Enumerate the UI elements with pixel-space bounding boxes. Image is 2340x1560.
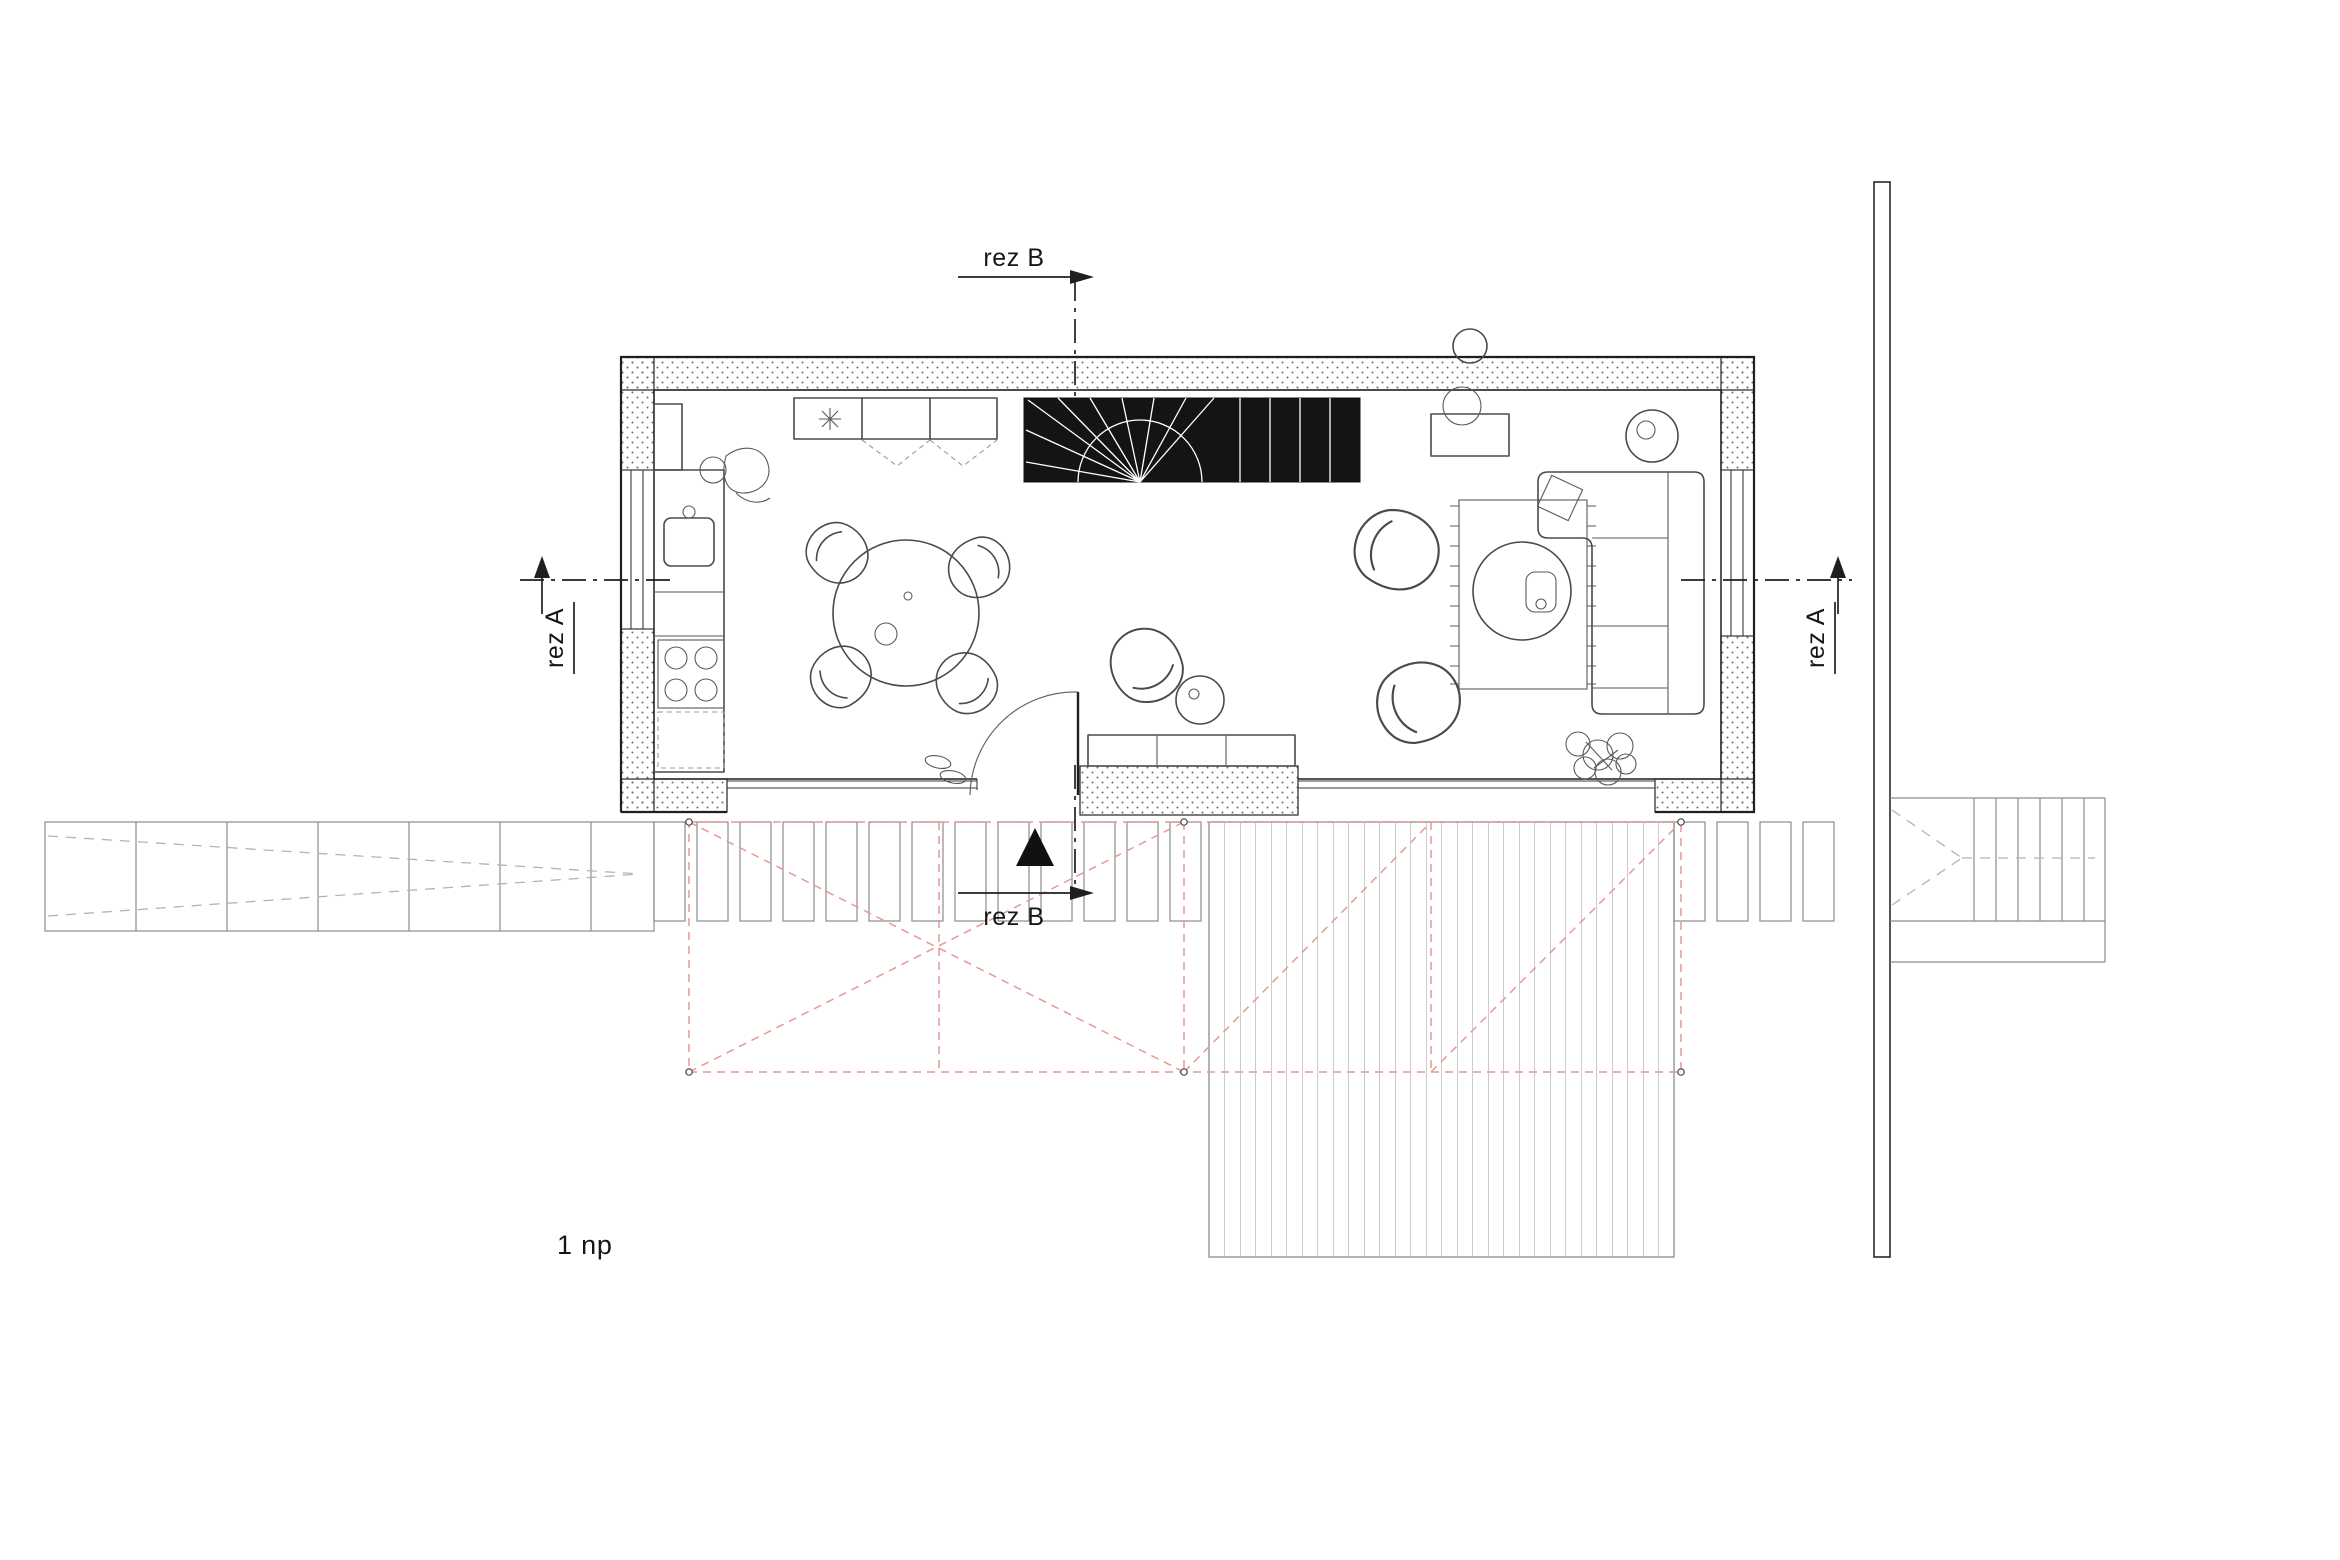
section-label-b-top: rez B — [983, 244, 1044, 272]
stair-curve — [1077, 419, 1203, 483]
side-table — [1175, 675, 1225, 725]
left-paver-walkway — [44, 821, 655, 932]
cooktop — [657, 639, 725, 709]
right-exterior-steps — [1890, 797, 2106, 963]
section-mark-a-right: rez A — [1681, 556, 1852, 674]
kitchen-sink — [663, 517, 715, 567]
rug-group — [1450, 499, 1596, 690]
round-lamp — [1625, 409, 1679, 463]
entrance-arrow — [1016, 828, 1054, 866]
interior-furniture — [653, 328, 1705, 786]
potted-plant — [1565, 731, 1637, 786]
section-label-b-bottom: rez B — [983, 903, 1044, 931]
garden-wall — [1873, 181, 1891, 1258]
entrance-door — [969, 691, 1080, 796]
section-arrow-b-bottom — [1070, 886, 1094, 900]
glazing-bottom-right — [1298, 779, 1656, 790]
centre-lounge — [1096, 614, 1225, 725]
stool — [1442, 386, 1482, 426]
dining-chair — [923, 639, 1010, 727]
right-plank-strip — [1673, 821, 1835, 922]
wall-fixture — [1452, 328, 1488, 364]
tall-cabinet — [653, 403, 683, 471]
door-swing-guides — [861, 439, 998, 467]
window-left — [621, 469, 654, 630]
under-counter-appliance — [657, 711, 725, 769]
pergola-projection — [685, 818, 1685, 1076]
armchair — [1363, 647, 1474, 756]
desk — [1430, 413, 1510, 457]
kitchen-counter — [653, 469, 725, 773]
entry-bench — [1087, 734, 1296, 767]
lounge-armchairs — [1343, 498, 1474, 756]
dining-chair — [936, 526, 1022, 610]
section-arrow-a-right — [1830, 556, 1846, 578]
dining-chair — [797, 633, 885, 720]
wall-top — [620, 356, 1755, 391]
wardrobe — [793, 397, 998, 467]
asterisk-symbol — [819, 408, 841, 430]
person-figure — [699, 447, 771, 503]
window-right — [1721, 469, 1754, 637]
wall-bottom-left — [620, 778, 728, 813]
desk-group — [1430, 386, 1510, 457]
section-label-a-left: rez A — [541, 608, 569, 668]
front-plank-strip — [653, 821, 1202, 922]
sofa-pillow — [1536, 474, 1584, 522]
windows — [621, 469, 1754, 790]
building-shell — [619, 355, 1756, 816]
kitchen — [653, 403, 725, 773]
dining-set — [794, 510, 1022, 727]
section-arrow-b-top — [1070, 270, 1094, 284]
section-mark-a-left: rez A — [520, 556, 676, 674]
faucet — [682, 505, 696, 519]
wall-left-upper — [620, 356, 655, 471]
floor-label: 1 np — [557, 1230, 613, 1260]
wall-inner-face — [653, 389, 1722, 780]
wall-right-upper — [1720, 356, 1755, 471]
armchair — [1343, 498, 1451, 602]
wall-bottom-right — [1654, 778, 1755, 813]
walls — [620, 356, 1755, 816]
wall-outer-face — [619, 355, 1756, 814]
coffee-table — [1472, 541, 1572, 641]
terrace-deck — [1208, 821, 1675, 1258]
sofa — [1536, 471, 1705, 715]
section-mark-b-top: rez B — [958, 244, 1094, 398]
section-mark-b-bottom: rez B — [958, 765, 1094, 931]
tray — [1525, 571, 1557, 613]
shoes — [924, 754, 967, 785]
exterior-ground — [44, 181, 2106, 1258]
rug — [1458, 499, 1588, 690]
pergola-post-markers — [685, 818, 1685, 1076]
section-arrow-a-left — [534, 556, 550, 578]
dining-table — [832, 539, 980, 687]
staircase — [1023, 397, 1361, 483]
section-label-a-right: rez A — [1802, 608, 1830, 668]
rug-fringe-left — [1450, 505, 1459, 685]
dining-chair — [794, 510, 881, 596]
entry-porch-wall — [1079, 765, 1299, 816]
armchair — [1096, 614, 1196, 716]
glazing-bottom-left — [726, 779, 978, 790]
